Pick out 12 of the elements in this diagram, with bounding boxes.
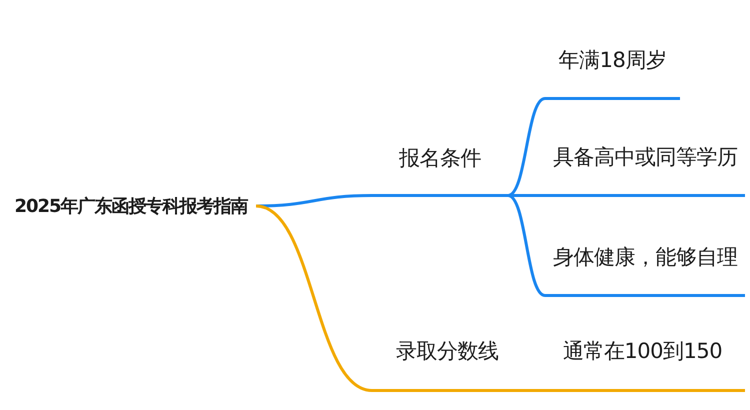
- branch-line: [508, 194, 545, 197]
- branch-line: [256, 204, 372, 392]
- branch-line: [507, 194, 546, 297]
- topic-text: 年满18周岁: [558, 47, 666, 74]
- topic-text: 通常在100到150: [562, 338, 722, 365]
- topic-text: 录取分数线: [396, 338, 498, 365]
- branch-line: [522, 389, 540, 392]
- central-topic-text: 2025年广东函授专科报考指南: [14, 195, 248, 218]
- branch-line: [507, 97, 546, 197]
- topic-text: 身体健康，能够自理: [552, 244, 738, 271]
- topic-text: 具备高中或同等学历: [552, 144, 738, 171]
- topic-text: 报名条件: [399, 145, 481, 172]
